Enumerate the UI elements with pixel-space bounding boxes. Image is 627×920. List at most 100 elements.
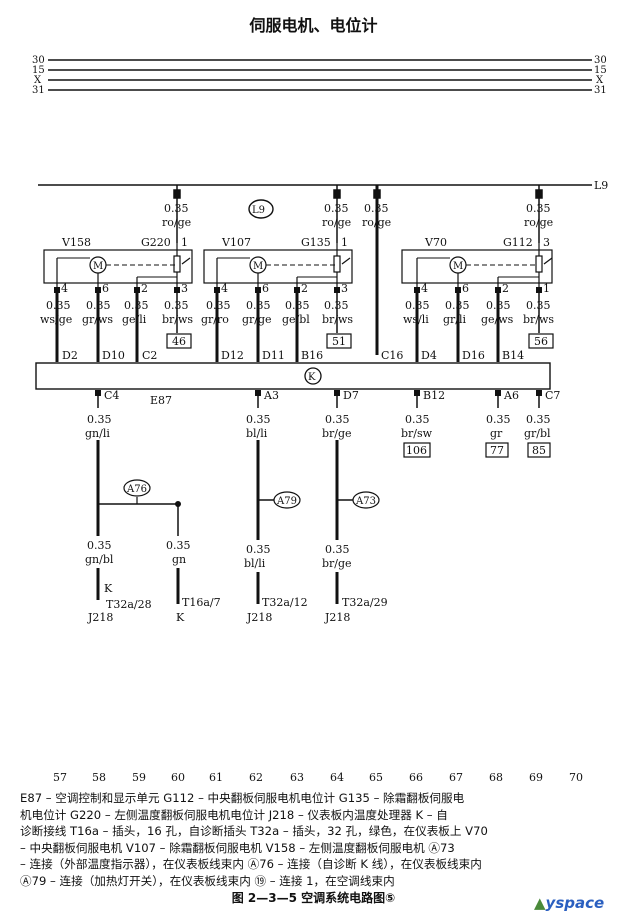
pin-number: 6 — [102, 282, 109, 295]
motor-label: V158 — [61, 236, 91, 249]
terminals: K T32a/28 J218 T16a/7 K T32a/12 J218 T32… — [87, 582, 388, 624]
pin-label: D4 — [421, 349, 437, 362]
terminal-component: J218 — [87, 611, 113, 624]
rail-labels-left: 30 15 X 31 — [32, 55, 45, 96]
pin-label: D11 — [262, 349, 285, 362]
wire-color: gn/bl — [85, 553, 114, 566]
unit-wire-labels: 0.35 ws/ge 0.35 gr/ws 0.35 ge/li 0.35 br… — [40, 299, 554, 326]
wire-color: bl/li — [244, 557, 266, 570]
wire-color: br/ge — [322, 427, 352, 440]
ref-box: 51 — [332, 335, 346, 348]
scale-number: 66 — [409, 771, 423, 784]
pin-label: D7 — [343, 389, 359, 402]
scale-number: 65 — [369, 771, 383, 784]
terminal-component: K — [176, 611, 185, 624]
connector-label: A79 — [276, 496, 297, 507]
pin-number: 2 — [301, 282, 308, 295]
wire-size: 0.35 — [526, 413, 551, 426]
pin-number: 1 — [543, 282, 550, 295]
wire-color: br/ws — [162, 313, 193, 326]
wire-color: ge/ws — [481, 313, 514, 326]
l9-connector-label: L9 — [252, 205, 265, 216]
wire-size: 0.35 — [285, 299, 310, 312]
wire-color: br/ws — [322, 313, 353, 326]
wire-size: 0.35 — [324, 299, 349, 312]
l9-rail-label: L9 — [594, 179, 608, 192]
wire-size: 0.35 — [246, 543, 271, 556]
legend-line: Ⓐ79 – 连接（加热灯开关），在仪表板线束内 ⑲ – 连接 1，在空调线束内 — [20, 873, 395, 888]
bottom-wire-labels: 0.35 gn/li 0.35 bl/li 0.35 br/ge 0.35 br… — [85, 413, 551, 440]
ref-box: 46 — [172, 335, 186, 348]
page-scale: 57 58 59 60 61 62 63 64 65 66 67 68 69 7… — [53, 771, 583, 784]
pin-label: A3 — [263, 389, 279, 402]
connector-a73: A73 — [337, 491, 380, 509]
pin-number: 3 — [341, 282, 348, 295]
terminal-component: J218 — [246, 611, 272, 624]
scale-number: 62 — [249, 771, 263, 784]
wire-size: 0.35 — [405, 299, 430, 312]
wire-color: gr/ro — [201, 313, 229, 326]
wire-color: ro/ge — [524, 216, 553, 229]
connector-a76: A76 — [98, 479, 181, 536]
logo-text: yspace — [545, 894, 605, 912]
wire-size: 0.35 — [526, 299, 551, 312]
wire-color: ge/bl — [282, 313, 310, 326]
rail-label: 31 — [594, 85, 607, 96]
power-rails — [48, 59, 592, 91]
pin-label: A6 — [503, 389, 519, 402]
legend-line: 诊断接线 T16a – 插头，16 孔，自诊断插头 T32a – 插头，32 孔… — [20, 824, 488, 838]
terminal-extra: K — [104, 582, 113, 595]
pin-number: 1 — [181, 236, 188, 249]
terminal-pin: T32a/28 — [106, 598, 152, 611]
bottom-boxed-refs: 106 77 85 — [403, 442, 551, 458]
wire-color: br/ge — [322, 557, 352, 570]
wire-size: 0.35 — [87, 539, 112, 552]
legend-line: 机电位计 G220 – 左侧温度翻板伺服电机电位计 J218 – 仪表板内温度处… — [20, 807, 448, 822]
l9-taps — [173, 185, 543, 355]
wire-size: 0.35 — [486, 413, 511, 426]
connector-label: A73 — [355, 496, 376, 507]
lower-wire-labels: 0.35 gn/bl 0.35 gn 0.35 bl/li 0.35 br/ge — [85, 539, 352, 570]
pin-number: 2 — [141, 282, 148, 295]
terminal-pin: T32a/12 — [262, 596, 308, 609]
pin-number: 4 — [61, 282, 68, 295]
motor-symbol: M — [453, 261, 463, 272]
pin-label: B12 — [423, 389, 445, 402]
pin-label: D10 — [102, 349, 125, 362]
e87-top-pins: D2 D10 C2 D12 D11 B16 C16 D4 D16 B14 — [62, 349, 524, 362]
terminal-component: J218 — [324, 611, 350, 624]
wire-color: ws/li — [403, 313, 429, 326]
pin-number: 4 — [421, 282, 428, 295]
scale-number: 69 — [529, 771, 543, 784]
rail-label: 31 — [32, 85, 45, 96]
pin-label: C4 — [104, 389, 119, 402]
motor-symbol: M — [93, 261, 103, 272]
pin-number: 4 — [221, 282, 228, 295]
e87-output-wires — [96, 396, 540, 540]
wire-color: br/sw — [401, 427, 433, 440]
wire-size: 0.35 — [324, 202, 349, 215]
watermark-logo: ▲yspace — [534, 894, 624, 916]
unit-pin-dots — [54, 287, 542, 293]
ref-box: 85 — [532, 444, 546, 457]
wire-color: gr/ws — [82, 313, 113, 326]
page-title: 伺服电机、电位计 — [249, 16, 378, 35]
rail-label: 30 — [32, 55, 45, 66]
terminal-pin: T32a/29 — [342, 596, 388, 609]
rail-label: 15 — [594, 65, 607, 76]
wire-size: 0.35 — [445, 299, 470, 312]
wire-color: gr/li — [443, 313, 467, 326]
wire-size: 0.35 — [325, 413, 350, 426]
wire-size: 0.35 — [87, 413, 112, 426]
wire-size: 0.35 — [166, 539, 191, 552]
terminal-wires — [96, 568, 339, 604]
legend-line: E87 – 空调控制和显示单元 G112 – 中央翻板伺服电机电位计 G135 … — [20, 791, 465, 805]
wire-size: 0.35 — [46, 299, 71, 312]
unit-output-wires — [55, 290, 540, 362]
legend: E87 – 空调控制和显示单元 G112 – 中央翻板伺服电机电位计 G135 … — [20, 790, 620, 889]
scale-number: 57 — [53, 771, 67, 784]
e87-k-marker: K — [308, 372, 316, 383]
terminal-pin: T16a/7 — [182, 596, 221, 609]
e87-bottom-pins: C4 A3 D7 B12 A6 C7 — [95, 389, 560, 402]
logo-mountain-icon: ▲ — [534, 894, 546, 912]
